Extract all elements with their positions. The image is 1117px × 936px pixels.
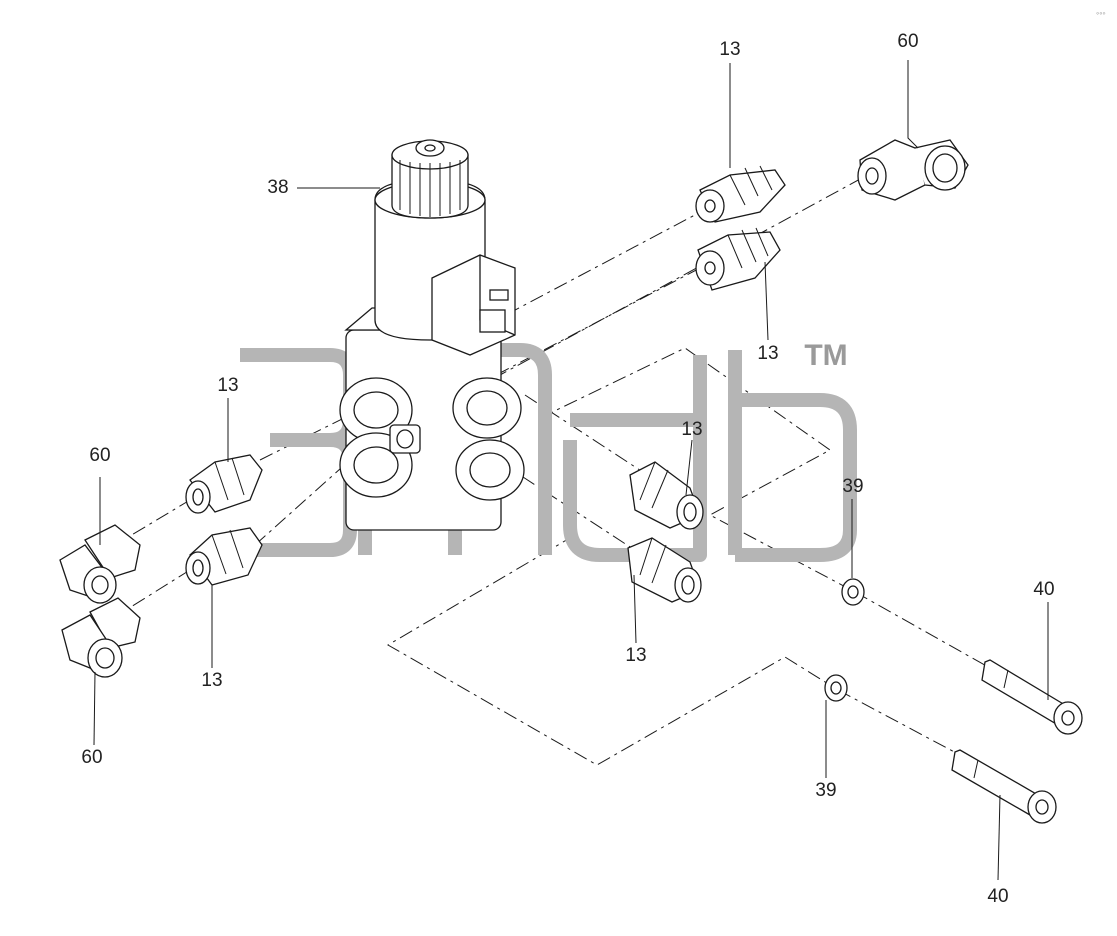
elbow-fitting-60-left-upper: [59, 524, 141, 604]
callout-13-mid-right: 13: [681, 419, 703, 440]
callout-40-upper: 40: [1033, 579, 1055, 600]
alignment-axes: [109, 177, 991, 766]
callout-13-left-lower: 13: [201, 670, 223, 691]
callout-39-upper: 39: [842, 476, 864, 497]
elbow-fitting-60-left-lower: [61, 597, 141, 678]
bolt-40-upper: [981, 659, 1083, 735]
bolt-40-lower: [951, 749, 1057, 824]
callout-39-lower: 39: [815, 780, 837, 801]
callout-13-right-lower: 13: [625, 645, 647, 666]
callout-38: 38: [267, 177, 289, 198]
callout-13-top: 13: [719, 39, 741, 60]
fitting-13-top-upper: [695, 165, 786, 223]
watermark-trademark: TM: [804, 339, 848, 372]
fitting-13-right-lower: [627, 537, 702, 603]
watermark-logo: [240, 343, 857, 562]
leader-lines: [93, 60, 1049, 881]
elbow-fitting-60-top: [857, 139, 969, 201]
callout-13-mid-left: 13: [217, 375, 239, 396]
washer-39-upper: [841, 578, 865, 606]
solenoid-valve-38: [339, 139, 525, 531]
callout-13-right-upper: 13: [757, 343, 779, 364]
washer-39-lower: [824, 674, 848, 702]
callout-60-top: 60: [897, 31, 919, 52]
callout-60-left-lower: 60: [81, 747, 103, 768]
fitting-13-top-lower: [695, 227, 781, 291]
fitting-13-left-upper: [185, 454, 263, 514]
fitting-13-right-upper: [629, 461, 704, 530]
callout-60-left-upper: 60: [89, 445, 111, 466]
callout-40-lower: 40: [987, 886, 1009, 907]
corner-mark: ◦◦◦: [1096, 8, 1106, 18]
fitting-13-left-lower: [185, 527, 263, 586]
